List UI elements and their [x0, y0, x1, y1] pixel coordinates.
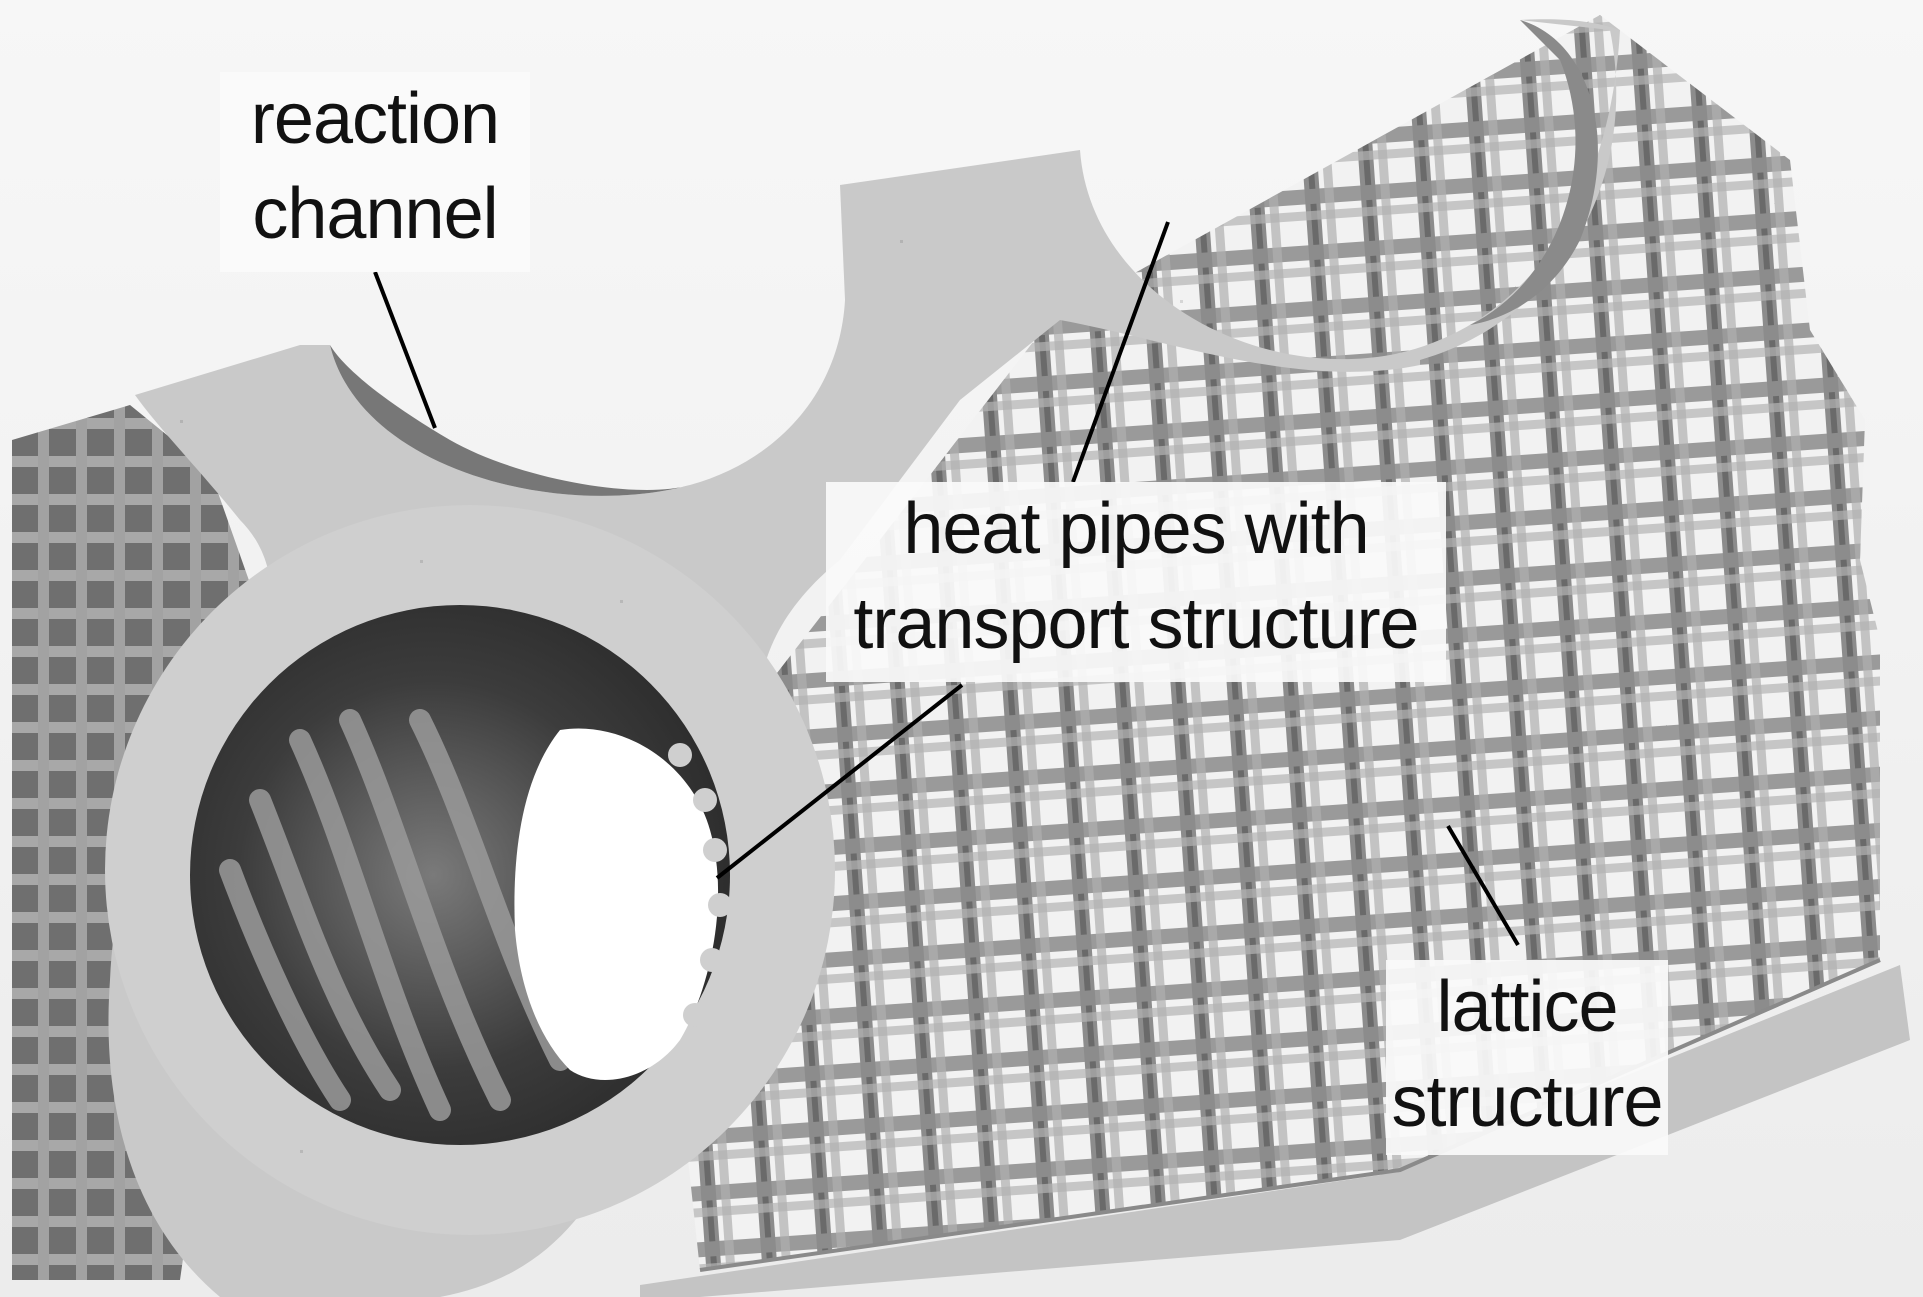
- heat-pipes-label: heat pipes with transport structure: [826, 482, 1446, 682]
- lattice-structure-label: lattice structure: [1386, 960, 1668, 1155]
- reaction-channel-label-line2: channel: [252, 174, 498, 254]
- reaction-channel-label: reaction channel: [220, 72, 530, 272]
- reaction-channel-label-line1: reaction: [250, 79, 500, 159]
- lattice-structure-label-line2: structure: [1391, 1062, 1663, 1142]
- heat-pipes-label-line2: transport structure: [853, 584, 1419, 664]
- heat-pipe-bore: [514, 728, 719, 1080]
- heat-pipes-label-line1: heat pipes with: [903, 489, 1369, 569]
- lattice-structure-label-line1: lattice: [1436, 967, 1618, 1047]
